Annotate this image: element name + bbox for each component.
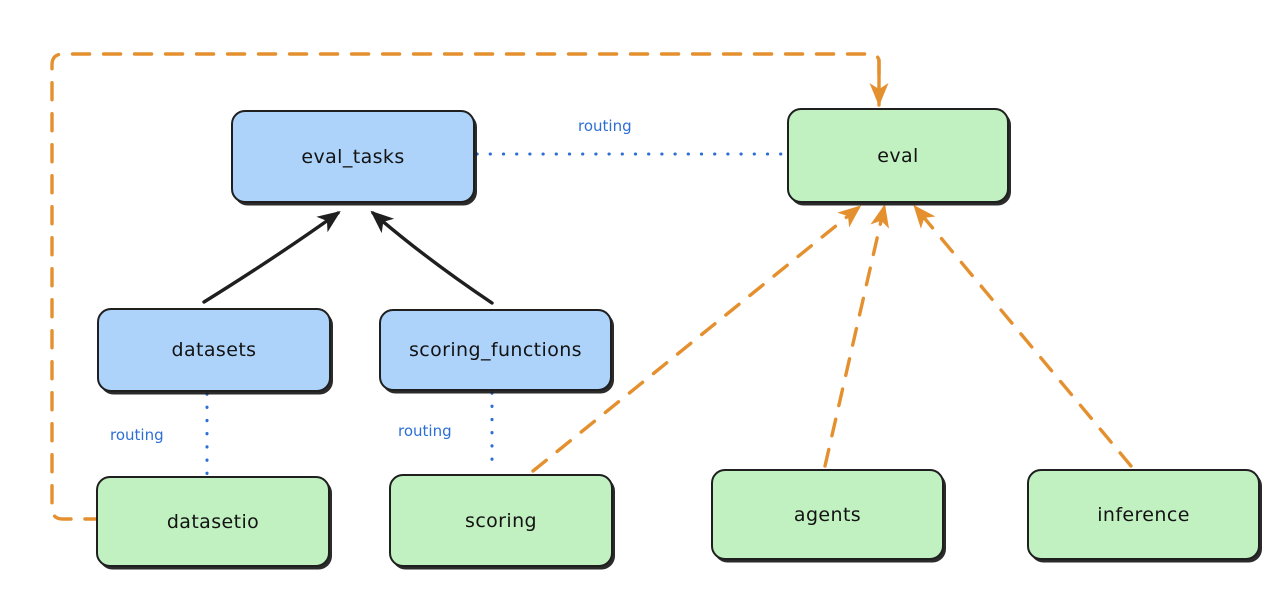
node-label-inference: inference — [1097, 503, 1190, 526]
node-scoring-functions[interactable]: scoring_functions — [379, 309, 612, 391]
node-eval[interactable]: eval — [787, 108, 1009, 203]
node-datasetio[interactable]: datasetio — [96, 476, 330, 567]
edge-inference-to-eval — [913, 204, 1133, 468]
node-label-scoring: scoring — [465, 509, 537, 532]
edge-label-routing-scoring-functions-scoring: routing — [398, 422, 452, 440]
node-scoring[interactable]: scoring — [389, 474, 613, 567]
node-label-scoring-functions: scoring_functions — [409, 339, 582, 361]
node-label-datasets: datasets — [171, 339, 257, 361]
node-datasets[interactable]: datasets — [97, 308, 331, 392]
node-agents[interactable]: agents — [711, 469, 944, 560]
node-eval-tasks[interactable]: eval_tasks — [231, 110, 475, 203]
edge-label-routing-datasets-datasetio: routing — [110, 426, 164, 444]
edge-eval-to-datasetio — [50, 52, 881, 521]
node-label-agents: agents — [793, 503, 862, 526]
edge-scoring-to-eval — [531, 205, 862, 473]
node-label-eval-tasks: eval_tasks — [301, 145, 405, 168]
edge-agents-to-eval — [823, 204, 890, 468]
node-inference[interactable]: inference — [1027, 469, 1260, 560]
node-label-eval: eval — [877, 144, 919, 167]
edge-scoring-functions-to-eval-tasks — [370, 210, 494, 305]
edge-label-routing-eval-tasks-eval: routing — [578, 117, 632, 135]
edge-datasets-to-eval-tasks — [202, 211, 341, 304]
node-label-datasetio: datasetio — [166, 510, 260, 533]
